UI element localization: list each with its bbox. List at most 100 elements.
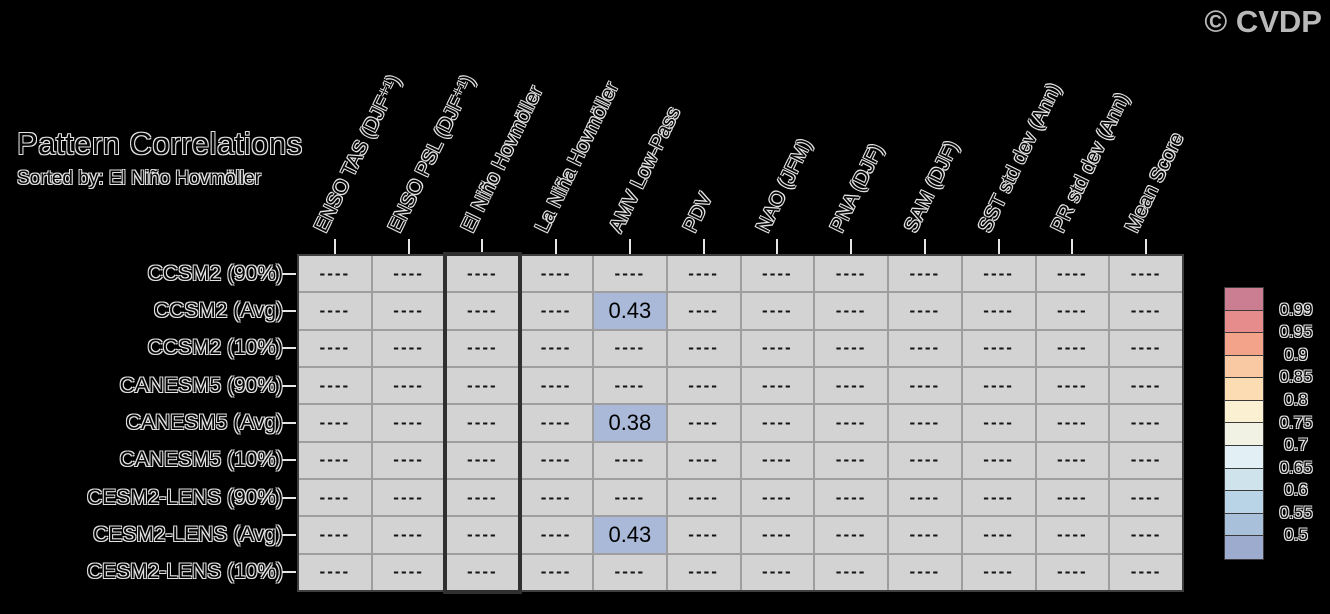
row-label-0: CCSM2 (90%) xyxy=(147,261,283,285)
grid-cell-r4-c8: ---- xyxy=(889,405,961,441)
grid-cell-r6-c5: ---- xyxy=(667,479,740,516)
legend-swatch-1 xyxy=(1225,310,1263,334)
column-header-3: La Niña Hovmöller xyxy=(531,78,624,236)
grid-cell-r8-c6: ---- xyxy=(741,554,814,590)
cell-value: 0.43 xyxy=(608,521,652,547)
cell-missing-value: ---- xyxy=(319,524,351,544)
column-header-6: NAO (JFM) xyxy=(752,135,817,236)
cell-missing-value: ---- xyxy=(614,450,646,470)
cell-missing-value: ---- xyxy=(688,375,719,395)
grid-cell-r8-c3: ---- xyxy=(520,554,592,590)
row-label-1: CCSM2 (Avg) xyxy=(153,299,283,322)
grid-cell-r3-c5: ---- xyxy=(667,367,740,404)
cell-missing-value: ---- xyxy=(393,338,424,358)
grid-cell-r4-c1: ---- xyxy=(372,405,445,441)
cell-missing-value: ---- xyxy=(1130,300,1162,320)
cell-missing-value: ---- xyxy=(393,300,424,320)
grid-cell-r0-c5: ---- xyxy=(667,256,740,292)
cell-missing-value: ---- xyxy=(983,263,1014,283)
cell-missing-value: ---- xyxy=(467,338,498,358)
cell-missing-value: ---- xyxy=(393,375,424,395)
cell-missing-value: ---- xyxy=(319,338,351,358)
grid-cell-r2-c4: ---- xyxy=(594,330,666,366)
cvdp-copyright: © CVDP xyxy=(1204,4,1322,39)
cell-missing-value: ---- xyxy=(909,487,941,507)
grid-cell-r1-c8: ---- xyxy=(889,293,961,329)
cell-value: 0.43 xyxy=(608,297,652,323)
grid-cell-r6-c1: ---- xyxy=(372,479,445,516)
legend-swatch-7 xyxy=(1225,446,1263,469)
legend-swatch-5 xyxy=(1225,400,1263,424)
grid-cell-r5-c4: ---- xyxy=(594,442,666,478)
grid-cell-r5-c0: ---- xyxy=(299,442,371,478)
grid-cell-r7-c8: ---- xyxy=(889,517,961,553)
cell-missing-value: ---- xyxy=(1130,263,1162,283)
cell-missing-value: ---- xyxy=(688,338,719,358)
cell-missing-value: ---- xyxy=(1057,300,1088,320)
correlation-grid: ----------------------------------------… xyxy=(297,254,1184,592)
grid-cell-r1-c10: ---- xyxy=(1036,293,1109,329)
cell-missing-value: ---- xyxy=(319,263,351,283)
cell-missing-value: ---- xyxy=(540,524,572,544)
column-tick xyxy=(923,239,926,254)
grid-cell-r2-c3: ---- xyxy=(520,330,592,366)
cell-missing-value: ---- xyxy=(319,412,351,432)
row-tick xyxy=(282,422,296,424)
grid-cell-r8-c10: ---- xyxy=(1036,554,1109,590)
grid-cell-r4-c0: ---- xyxy=(299,405,371,441)
cell-missing-value: ---- xyxy=(762,562,793,582)
legend-swatch-3 xyxy=(1225,355,1263,379)
grid-cell-r6-c10: ---- xyxy=(1036,479,1109,516)
cell-missing-value: ---- xyxy=(614,487,646,507)
column-tick xyxy=(628,239,631,254)
grid-cell-r4-c9: ---- xyxy=(962,405,1035,441)
cell-missing-value: ---- xyxy=(540,375,572,395)
legend-label-2: 0.9 xyxy=(1284,344,1308,364)
grid-cell-r1-c9: ---- xyxy=(962,293,1035,329)
grid-cell-r2-c7: ---- xyxy=(815,330,887,366)
grid-cell-r3-c6: ---- xyxy=(741,367,814,404)
grid-cell-r8-c11: ---- xyxy=(1110,554,1182,590)
grid-cell-r7-c6: ---- xyxy=(741,517,814,553)
grid-cell-r0-c7: ---- xyxy=(815,256,887,292)
grid-cell-r0-c8: ---- xyxy=(889,256,961,292)
cell-missing-value: ---- xyxy=(393,524,424,544)
cell-missing-value: ---- xyxy=(467,412,498,432)
cell-missing-value: ---- xyxy=(467,524,498,544)
grid-cell-r2-c9: ---- xyxy=(962,330,1035,366)
cell-missing-value: ---- xyxy=(835,524,867,544)
grid-cell-r8-c0: ---- xyxy=(299,554,371,590)
row-label-7: CESM2-LENS (Avg) xyxy=(93,523,283,546)
cell-missing-value: ---- xyxy=(1130,487,1162,507)
grid-cell-r3-c1: ---- xyxy=(372,367,445,404)
grid-cell-r6-c7: ---- xyxy=(815,479,887,516)
grid-cell-r7-c5: ---- xyxy=(667,517,740,553)
legend-swatch-11 xyxy=(1225,536,1263,559)
grid-cell-r0-c10: ---- xyxy=(1036,256,1109,292)
column-tick xyxy=(1071,239,1074,254)
grid-cell-r1-c0: ---- xyxy=(299,293,371,329)
grid-cell-r2-c8: ---- xyxy=(889,330,961,366)
cell-missing-value: ---- xyxy=(909,524,941,544)
cell-missing-value: ---- xyxy=(835,487,867,507)
column-tick xyxy=(776,239,779,254)
cell-missing-value: ---- xyxy=(983,562,1014,582)
cell-missing-value: ---- xyxy=(762,487,793,507)
grid-cell-r1-c6: ---- xyxy=(741,293,814,329)
grid-cell-r8-c8: ---- xyxy=(889,554,961,590)
cell-missing-value: ---- xyxy=(393,412,424,432)
cell-missing-value: ---- xyxy=(983,300,1014,320)
cell-missing-value: ---- xyxy=(762,524,793,544)
cell-missing-value: ---- xyxy=(467,487,498,507)
cell-missing-value: ---- xyxy=(614,375,646,395)
cell-missing-value: ---- xyxy=(540,263,572,283)
grid-cell-r8-c9: ---- xyxy=(962,554,1035,590)
row-label-5: CANESM5 (10%) xyxy=(119,448,283,472)
grid-cell-r5-c11: ---- xyxy=(1110,442,1182,478)
cell-missing-value: ---- xyxy=(835,562,867,582)
legend-swatch-4 xyxy=(1225,378,1263,401)
cell-missing-value: ---- xyxy=(540,450,572,470)
row-tick xyxy=(282,571,296,574)
cell-missing-value: ---- xyxy=(467,375,498,395)
